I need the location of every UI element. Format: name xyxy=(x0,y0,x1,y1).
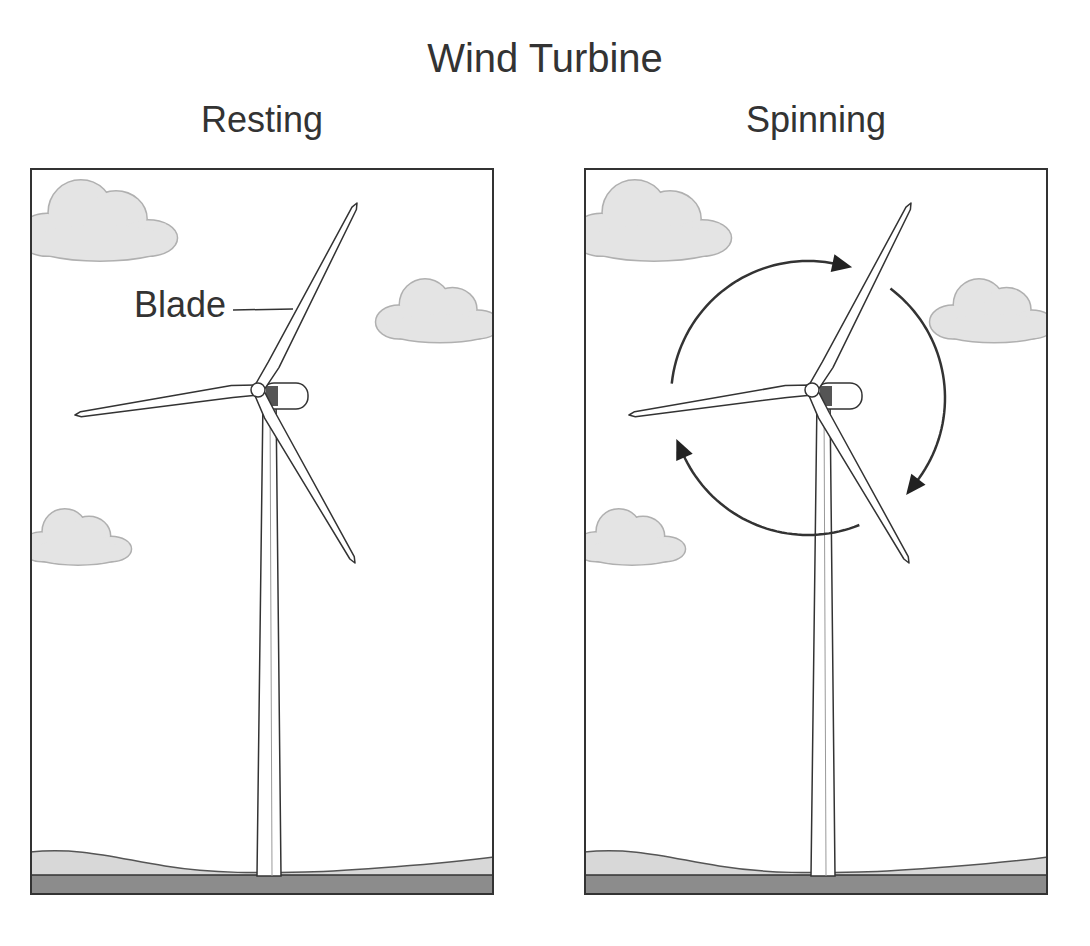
cloud-fill xyxy=(384,315,494,343)
hub xyxy=(251,383,265,397)
tower-edge xyxy=(270,400,272,876)
blade xyxy=(629,385,813,417)
cloud-fill xyxy=(584,225,726,260)
cloud xyxy=(30,509,131,564)
cloud xyxy=(30,180,177,260)
cloud-outline xyxy=(30,540,128,564)
rotation-arrow xyxy=(672,261,837,384)
panel-box: Spinning xyxy=(584,168,1048,895)
cloud-outline xyxy=(384,315,494,343)
cloud xyxy=(930,280,1048,343)
cloud xyxy=(584,180,731,260)
cloud-fill xyxy=(30,540,128,564)
panel-box: RestingBlade xyxy=(30,168,494,895)
cloud-fill xyxy=(938,315,1048,343)
blade xyxy=(808,388,909,563)
panel-scene xyxy=(30,180,494,895)
cloud-outline xyxy=(938,315,1048,343)
cloud-outline xyxy=(584,225,726,260)
leader-line xyxy=(233,309,293,310)
blade xyxy=(254,388,355,563)
panel-heading: Spinning xyxy=(586,98,1046,141)
panel-heading: Resting xyxy=(32,98,492,141)
blade xyxy=(254,203,357,392)
title: Wind Turbine xyxy=(0,34,1090,82)
arrowhead xyxy=(676,439,692,461)
hub xyxy=(805,383,819,397)
rotation-arrow xyxy=(683,454,859,535)
cloud xyxy=(376,280,494,343)
blade xyxy=(808,203,911,392)
arrowhead xyxy=(906,474,925,495)
rotation-arrow xyxy=(890,289,945,483)
tower xyxy=(257,398,281,876)
blade xyxy=(75,385,259,417)
cloud-fill xyxy=(584,540,682,564)
tower xyxy=(811,398,835,876)
panel-scene xyxy=(584,180,1048,895)
cloud xyxy=(584,509,685,564)
cloud-outline xyxy=(584,540,682,564)
arrowhead xyxy=(831,254,852,272)
ground xyxy=(30,875,494,895)
part-label: Blade xyxy=(134,283,226,326)
ground xyxy=(584,875,1048,895)
cloud-outline xyxy=(30,225,172,260)
tower-edge xyxy=(824,400,826,876)
cloud-fill xyxy=(30,225,172,260)
